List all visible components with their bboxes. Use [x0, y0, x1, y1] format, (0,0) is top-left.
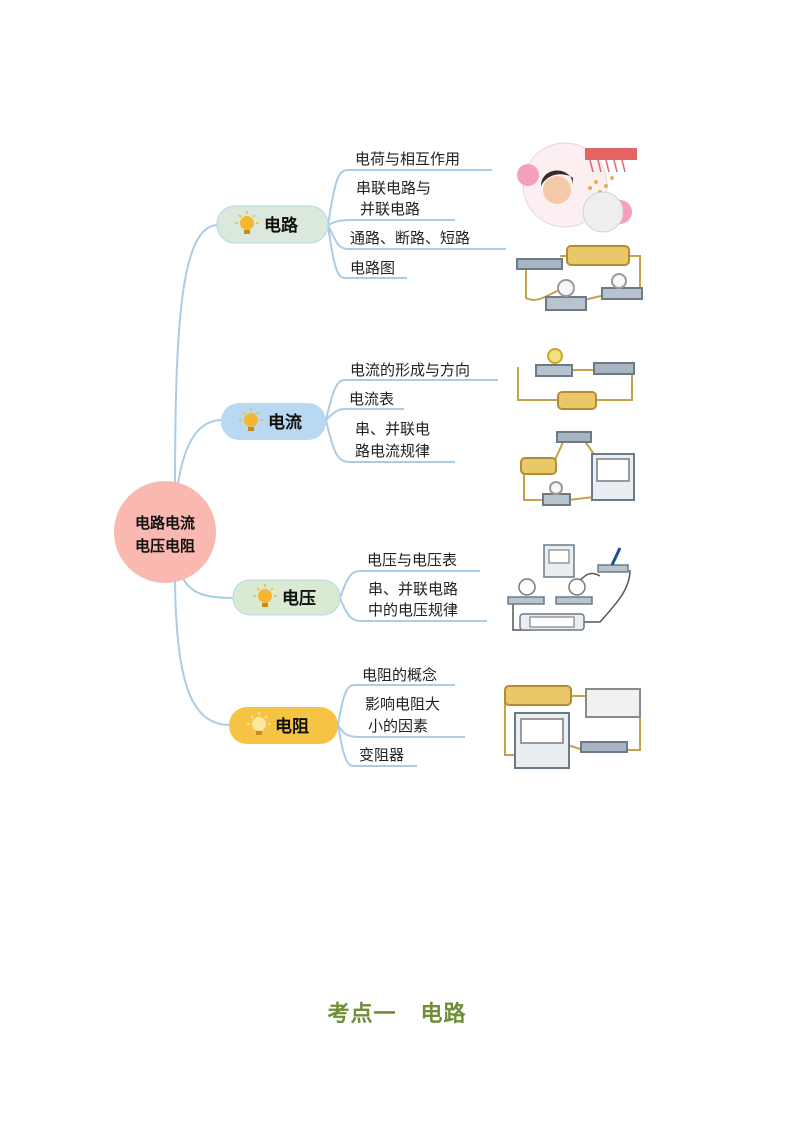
leaf-label: 并联电路: [360, 200, 420, 218]
leaf-label: 电流表: [349, 390, 394, 408]
branch-node-resistance: 电阻: [229, 707, 338, 744]
leaf-label: 电流的形成与方向: [350, 361, 470, 379]
section-title: 考点一电路: [0, 996, 794, 1028]
leaf-label: 变阻器: [359, 746, 404, 764]
charge-interaction-illustration: [517, 142, 637, 233]
branch-label-circuit: 电路: [264, 215, 299, 236]
leaf-label: 中的电压规律: [368, 601, 458, 619]
root-node: 电路电流 电压电阻: [114, 481, 216, 583]
leaf-label: 电荷与相互作用: [355, 150, 460, 168]
leaf-label: 电压与电压表: [367, 551, 457, 569]
leaves-current: 电流的形成与方向 电流表 串、并联电 路电流规律: [349, 361, 470, 460]
root-title-line2: 电压电阻: [135, 537, 195, 555]
branch-node-current: 电流: [221, 403, 326, 440]
branch-label-resistance: 电阻: [275, 716, 309, 737]
section-name: 电路: [420, 1002, 467, 1027]
lightbulb-icon: [253, 584, 277, 607]
leaf-label: 路电流规律: [355, 442, 430, 460]
leaf-label: 影响电阻大: [365, 695, 440, 713]
leaf-label: 电路图: [350, 259, 395, 277]
branch-label-current: 电流: [268, 412, 302, 433]
root-title-line1: 电路电流: [135, 514, 195, 532]
section-number: 考点一: [327, 1002, 397, 1027]
circuit-illustration-3: [520, 431, 635, 506]
leaf-label: 串、并联电: [355, 420, 430, 438]
lightbulb-icon: [235, 211, 259, 234]
leaf-label: 小的因素: [368, 717, 428, 735]
leaf-label: 串、并联电路: [368, 580, 458, 598]
leaf-label: 通路、断路、短路: [350, 229, 470, 247]
circuit-illustration-2: [517, 348, 635, 410]
branch-node-voltage: 电压: [232, 579, 341, 616]
circuit-illustration-1: [516, 245, 643, 311]
leaves-circuit: 电荷与相互作用 串联电路与 并联电路 通路、断路、短路 电路图: [350, 150, 470, 277]
connectors: [174, 169, 506, 767]
branch-node-circuit: 电路: [216, 205, 329, 244]
leaves-voltage: 电压与电压表 串、并联电路 中的电压规律: [367, 551, 458, 619]
lightbulb-icon: [239, 408, 263, 431]
circuit-illustration-5: [504, 685, 641, 769]
branch-label-voltage: 电压: [282, 588, 316, 609]
circuit-illustration-4: [507, 544, 631, 631]
lightbulb-icon: [247, 712, 271, 735]
leaf-label: 电阻的概念: [362, 666, 437, 684]
leaf-label: 串联电路与: [356, 179, 431, 197]
leaves-resistance: 电阻的概念 影响电阻大 小的因素 变阻器: [359, 666, 440, 764]
